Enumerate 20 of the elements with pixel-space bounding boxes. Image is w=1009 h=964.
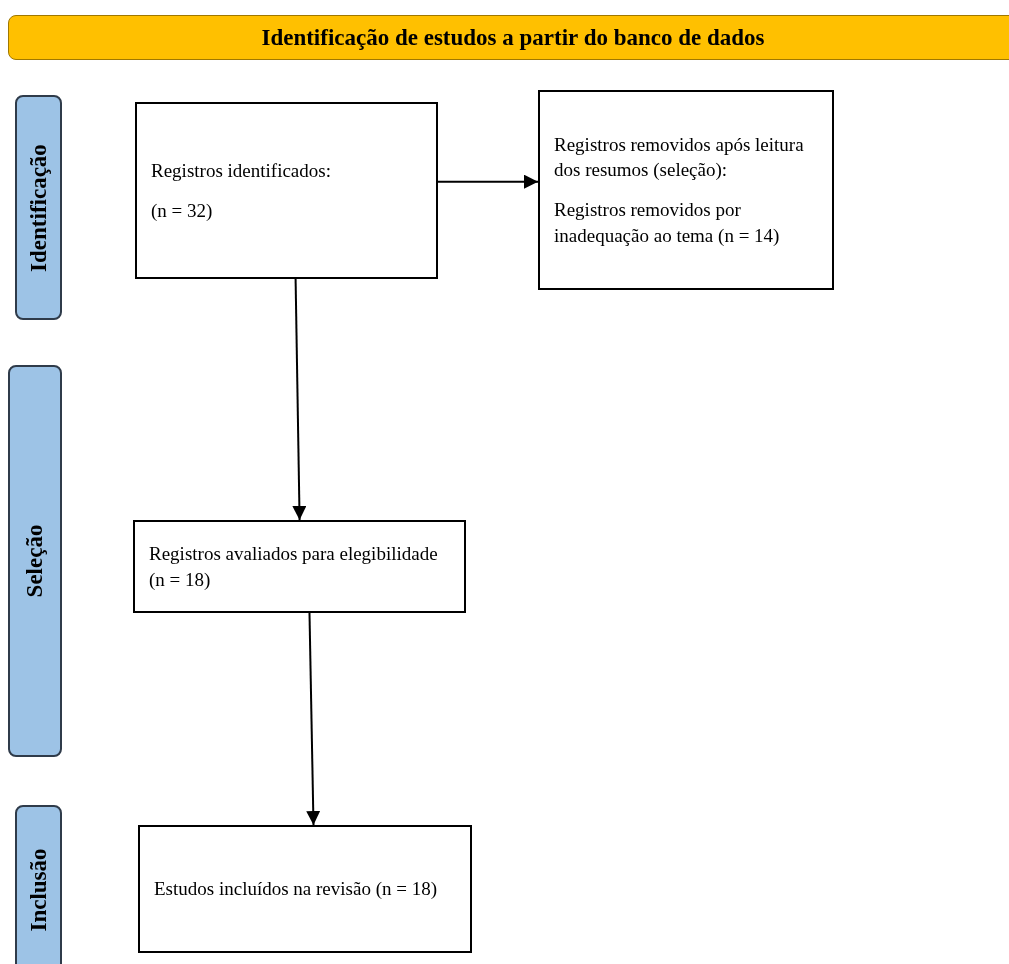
box-text: (n = 32) bbox=[151, 198, 214, 223]
process-box bbox=[133, 520, 466, 613]
arrow bbox=[437, 174, 539, 189]
stage-band bbox=[15, 805, 62, 964]
title: Identificação de estudos a partir do banco de dados bbox=[261, 24, 765, 51]
arrow bbox=[292, 278, 307, 521]
box-text: Estudos incluídos na revisão (n = 18) bbox=[154, 877, 438, 902]
box-text: Registros identificados: bbox=[151, 158, 332, 183]
box-text: Registros removidos após leitura dos resumos (seleção): bbox=[554, 132, 805, 183]
stage-band bbox=[15, 95, 62, 320]
stage-label: Identificação bbox=[25, 143, 52, 272]
box-text: Registros removidos por inadequação ao tema (n = 14) bbox=[554, 198, 781, 248]
stage-label: Inclusão bbox=[25, 848, 52, 932]
process-box bbox=[135, 102, 438, 279]
stage-label: Seleção bbox=[22, 524, 48, 598]
process-box bbox=[138, 825, 472, 953]
stage-band bbox=[8, 365, 62, 757]
process-box bbox=[538, 90, 834, 290]
arrow bbox=[306, 612, 321, 826]
box-text: Registros avaliados para elegibilidade (n = 18) bbox=[149, 541, 439, 592]
